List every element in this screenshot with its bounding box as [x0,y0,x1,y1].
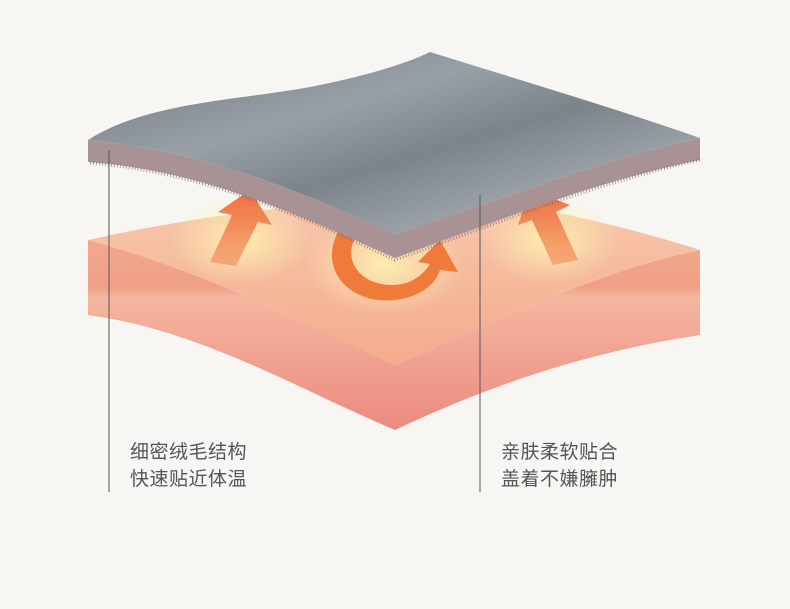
blanket-fibers [89,158,701,262]
caption-fleece-structure: 细密绒毛结构 快速贴近体温 [130,439,247,493]
heat-up-arrow-icon [210,190,272,266]
caption-skin-friendly: 亲肤柔软贴合 盖着不嫌臃肿 [501,439,618,493]
caption-line: 快速贴近体温 [130,468,248,490]
blanket-top-surface [88,52,700,235]
skin-front-face [88,240,700,430]
caption-line: 盖着不嫌臃肿 [501,468,619,490]
caption-line: 细密绒毛结构 [130,441,248,463]
circulation-arrow-icon [331,232,458,301]
blanket-edge [88,138,700,258]
caption-line: 亲肤柔软贴合 [501,441,619,463]
